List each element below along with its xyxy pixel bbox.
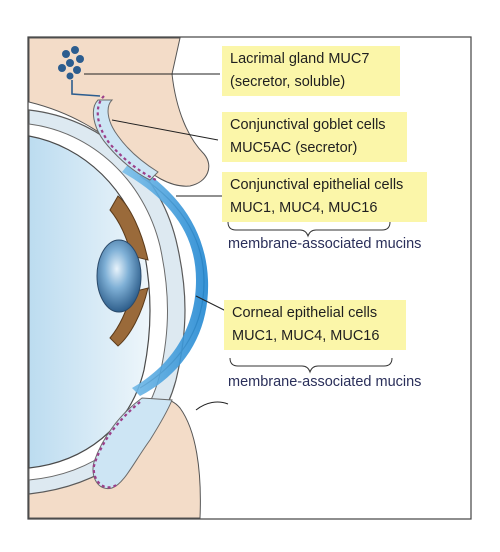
label-conj-epithelial-line1: Conjunctival epithelial cells	[230, 177, 404, 193]
upper-mucin-layer	[96, 95, 157, 181]
label-corneal-line1: Corneal epithelial cells	[232, 305, 378, 321]
lower-mucin-layer	[92, 401, 141, 489]
caption-membrane-mucins-2: membrane-associated mucins	[228, 374, 422, 390]
lacrimal-duct	[71, 80, 101, 97]
label-lacrimal-line2: (secretor, soluble)	[230, 74, 346, 90]
upper-fornix	[92, 99, 159, 181]
leader-lower	[195, 401, 229, 411]
label-goblet-line2: MUC5AC (secretor)	[230, 140, 358, 156]
tear-film	[122, 162, 209, 396]
caption-membrane-mucins-1: membrane-associated mucins	[228, 236, 422, 252]
label-corneal-line2: MUC1, MUC4, MUC16	[232, 328, 380, 344]
lens	[96, 239, 142, 313]
iris-lower	[109, 287, 149, 347]
lower-fornix	[92, 397, 173, 490]
leader-corneal-epithelial	[195, 295, 229, 313]
brace-corneal	[229, 357, 393, 374]
label-conjunctival-epithelial: Conjunctival epithelial cells MUC1, MUC4…	[222, 172, 427, 222]
label-lacrimal-line1: Lacrimal gland MUC7	[230, 51, 370, 67]
label-conj-epithelial-line2: MUC1, MUC4, MUC16	[230, 200, 378, 216]
leader-goblet	[111, 119, 219, 141]
upper-eyelid	[28, 37, 210, 187]
label-goblet-line1: Conjunctival goblet cells	[230, 117, 386, 133]
label-lacrimal-gland: Lacrimal gland MUC7 (secretor, soluble)	[222, 46, 400, 96]
brace-conj	[227, 221, 391, 238]
label-conjunctival-goblet: Conjunctival goblet cells MUC5AC (secret…	[222, 112, 407, 162]
lacrimal-gland-icon	[58, 46, 84, 80]
iris-upper	[109, 195, 149, 261]
label-corneal-epithelial: Corneal epithelial cells MUC1, MUC4, MUC…	[224, 300, 406, 350]
